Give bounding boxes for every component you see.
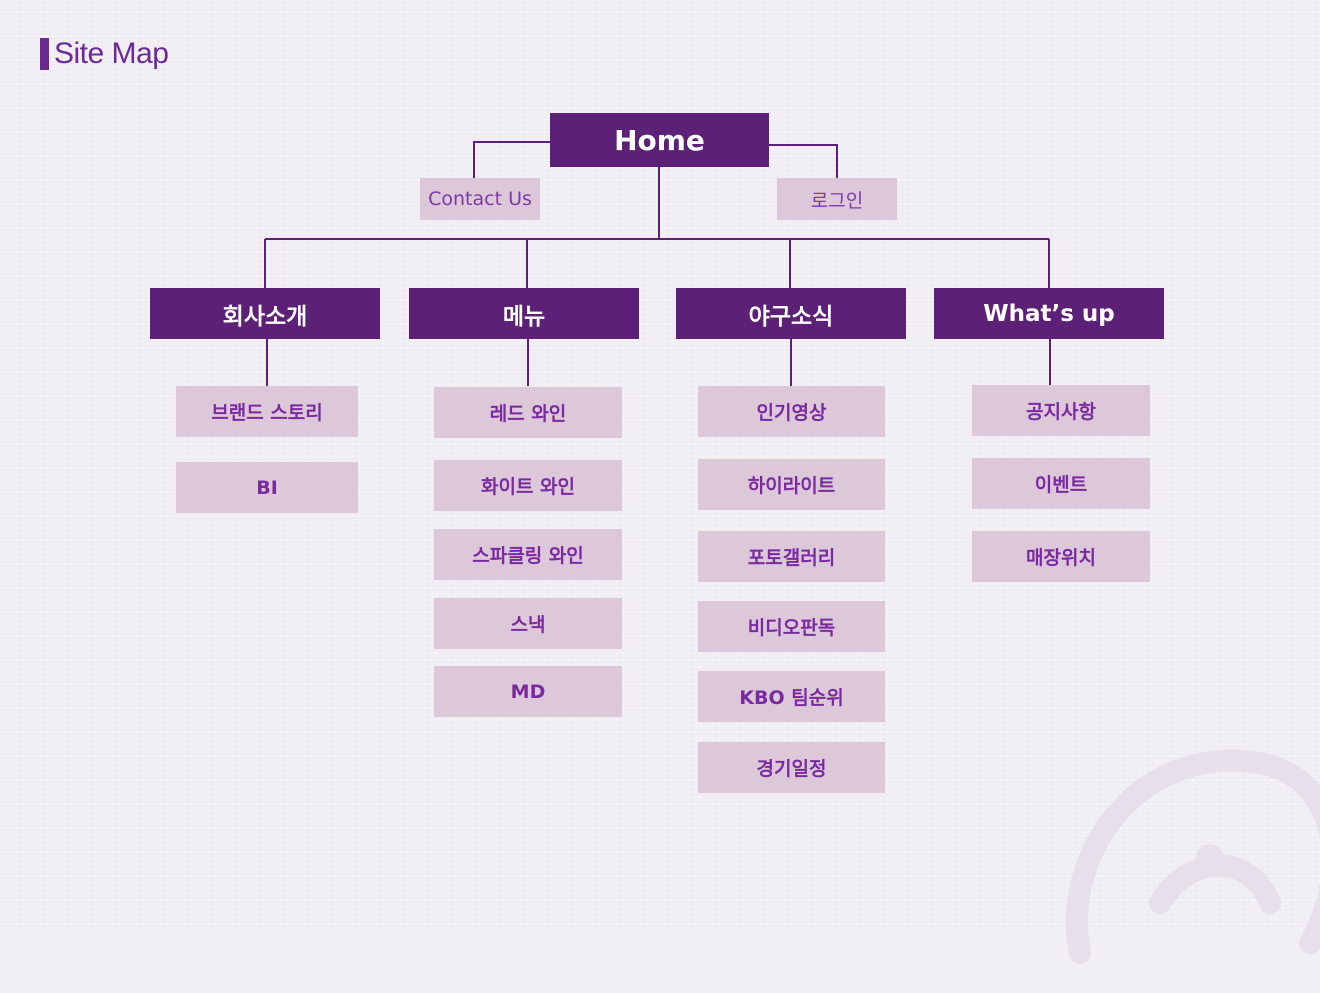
item-baseball-2[interactable]: 하이라이트: [698, 459, 885, 510]
item-menu-1[interactable]: 레드 와인: [434, 387, 622, 438]
item-baseball-3[interactable]: 포토갤러리: [698, 531, 885, 582]
watermark-decoration: [1065, 749, 1320, 964]
page-title: Site Map: [40, 37, 169, 70]
item-baseball-6[interactable]: 경기일정: [698, 742, 885, 793]
section-baseball[interactable]: 야구소식: [676, 288, 906, 339]
section-whats-up[interactable]: What’s up: [934, 288, 1164, 339]
page-title-text: Site Map: [54, 37, 169, 70]
contact-us-node[interactable]: Contact Us: [420, 178, 540, 220]
item-baseball-5[interactable]: KBO 팀순위: [698, 671, 885, 722]
item-baseball-4[interactable]: 비디오판독: [698, 601, 885, 652]
item-menu-3[interactable]: 스파클링 와인: [434, 529, 622, 580]
section-menu[interactable]: 메뉴: [409, 288, 639, 339]
item-company-2[interactable]: BI: [176, 462, 358, 513]
item-whats-up-1[interactable]: 공지사항: [972, 385, 1150, 436]
item-whats-up-2[interactable]: 이벤트: [972, 458, 1150, 509]
item-menu-4[interactable]: 스낵: [434, 598, 622, 649]
home-node[interactable]: Home: [550, 113, 769, 167]
connector-home-login: [769, 144, 838, 178]
item-whats-up-3[interactable]: 매장위치: [972, 531, 1150, 582]
item-menu-2[interactable]: 화이트 와인: [434, 460, 622, 511]
title-accent-bar: [40, 38, 49, 70]
item-baseball-1[interactable]: 인기영상: [698, 386, 885, 437]
connector-home-contact: [473, 141, 551, 178]
connector-lines: [264, 141, 1051, 386]
section-company[interactable]: 회사소개: [150, 288, 380, 339]
item-company-1[interactable]: 브랜드 스토리: [176, 386, 358, 437]
item-menu-5[interactable]: MD: [434, 666, 622, 717]
login-node[interactable]: 로그인: [777, 178, 897, 220]
